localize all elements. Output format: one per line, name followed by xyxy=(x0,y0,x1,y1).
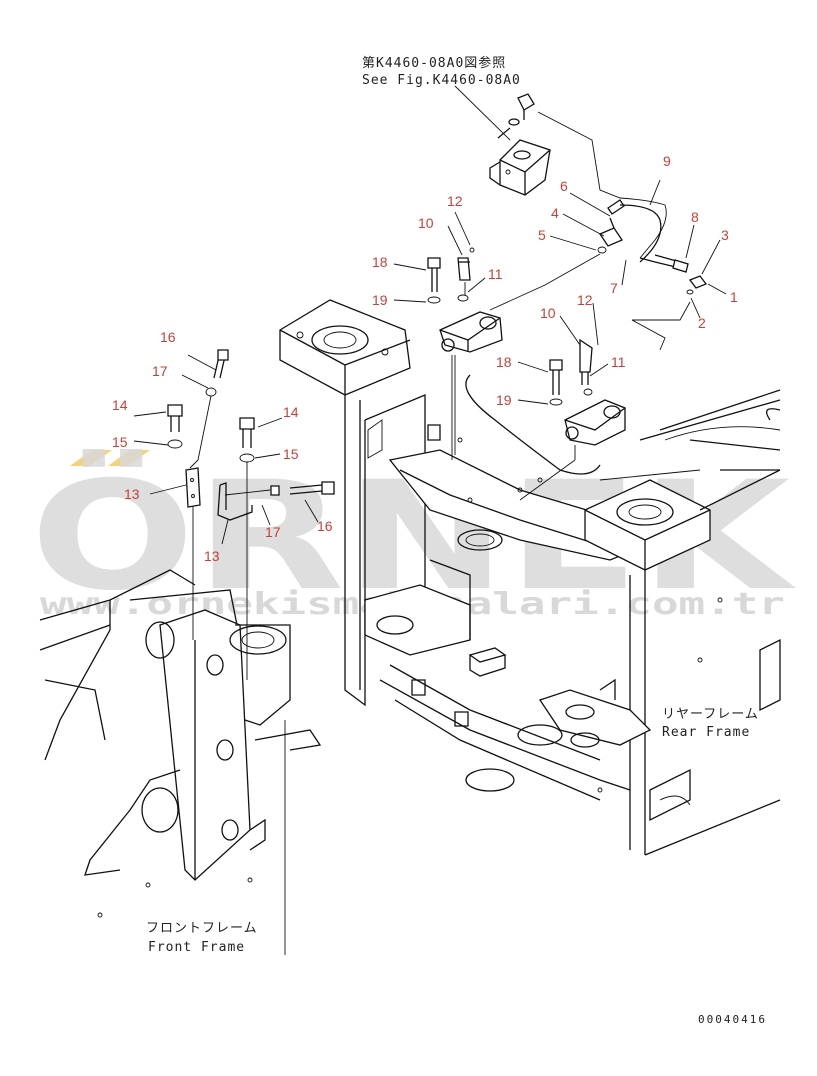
front-frame-drawing xyxy=(39,569,322,918)
callout-11-lower: 11 xyxy=(611,354,626,370)
callout-18-upper: 18 xyxy=(372,254,388,270)
watermark-dot-left xyxy=(70,450,112,466)
drawing-number: 00040416 xyxy=(698,1013,767,1026)
callout-4: 4 xyxy=(551,205,559,221)
rear-frame-label-jp: リヤーフレーム xyxy=(662,707,759,722)
callout-labels: 1 2 3 4 5 6 7 8 9 10 11 12 10 11 12 13 1… xyxy=(112,153,738,564)
callout-7: 7 xyxy=(610,280,618,296)
callout-6: 6 xyxy=(560,178,568,194)
callout-8: 8 xyxy=(691,209,699,225)
callout-10-lower: 10 xyxy=(540,305,556,321)
callout-3: 3 xyxy=(721,227,729,243)
callout-17-upper: 17 xyxy=(152,363,168,379)
callout-9: 9 xyxy=(663,153,671,169)
rear-frame-label-en: Rear Frame xyxy=(662,725,750,740)
reference-note: 第K4460-08A0図参照 See Fig.K4460-08A0 xyxy=(362,55,521,88)
front-frame-caption: フロントフレーム Front Frame xyxy=(146,921,258,955)
callout-13-left: 13 xyxy=(124,486,140,502)
rear-frame-drawing xyxy=(279,299,781,856)
front-frame-label-en: Front Frame xyxy=(148,940,245,955)
callout-15-right: 15 xyxy=(283,446,299,462)
callout-16-lower: 16 xyxy=(317,518,333,534)
callout-16-upper: 16 xyxy=(160,329,176,345)
watermark-dot-right xyxy=(108,450,150,466)
reference-line-en: See Fig.K4460-08A0 xyxy=(362,73,521,88)
callout-11-upper: 11 xyxy=(488,266,503,282)
callout-14-left: 14 xyxy=(112,397,128,413)
callout-10-upper: 10 xyxy=(418,215,434,231)
callout-2: 2 xyxy=(698,315,706,331)
callout-1: 1 xyxy=(730,289,738,305)
callout-18-lower: 18 xyxy=(496,354,512,370)
callout-5: 5 xyxy=(538,227,546,243)
callout-14-right: 14 xyxy=(283,404,299,420)
hose-assembly-drawing xyxy=(427,85,708,460)
callout-17-lower: 17 xyxy=(265,524,281,540)
callout-19-lower: 19 xyxy=(496,392,512,408)
callout-15-left: 15 xyxy=(112,434,128,450)
rear-frame-caption: リヤーフレーム Rear Frame xyxy=(662,707,759,740)
bracket-parts-drawing xyxy=(167,349,576,955)
callout-leaders xyxy=(133,179,727,545)
callout-12-upper: 12 xyxy=(447,193,463,209)
callout-19-upper: 19 xyxy=(372,292,388,308)
front-frame-label-jp: フロントフレーム xyxy=(146,921,258,936)
reference-line-jp: 第K4460-08A0図参照 xyxy=(362,55,506,71)
callout-13-right: 13 xyxy=(204,548,220,564)
callout-12-lower: 12 xyxy=(577,292,593,308)
